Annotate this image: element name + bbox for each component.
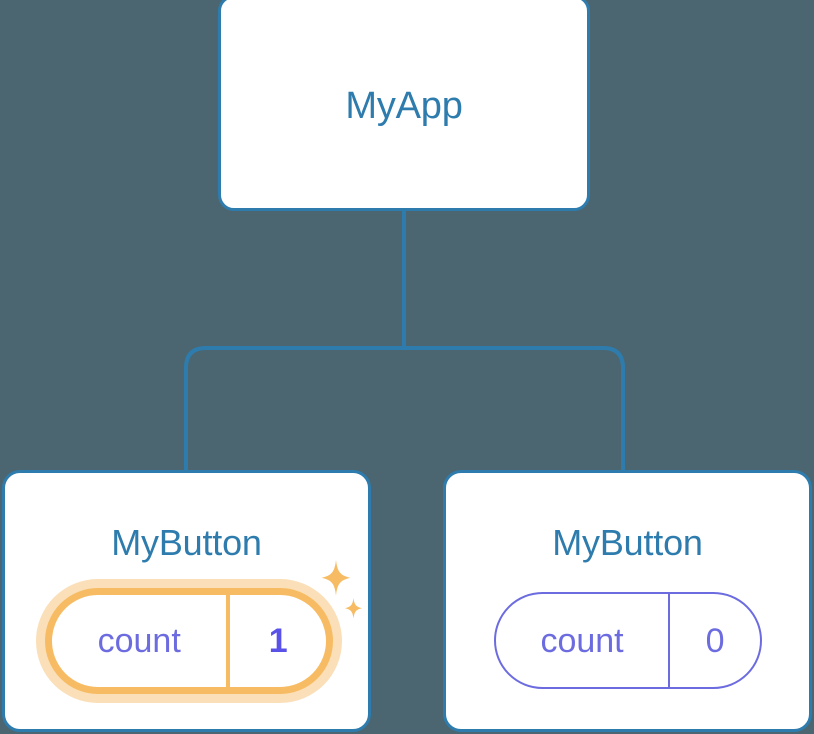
state-key-left: count [97,622,181,660]
edge-to-child-left [184,346,404,472]
node-mybutton-right-label: MyButton [552,522,703,563]
node-mybutton-left-label: MyButton [111,522,262,563]
node-myapp[interactable]: MyApp [218,0,590,211]
state-value-right: 0 [668,594,760,687]
state-pill-right[interactable]: count 0 [494,592,762,689]
state-value-left: 1 [226,595,326,687]
state-pill-left[interactable]: count 1 [45,588,333,694]
edge-to-child-right [404,346,625,472]
node-myapp-label: MyApp [345,85,463,127]
state-key-right: count [540,621,624,660]
